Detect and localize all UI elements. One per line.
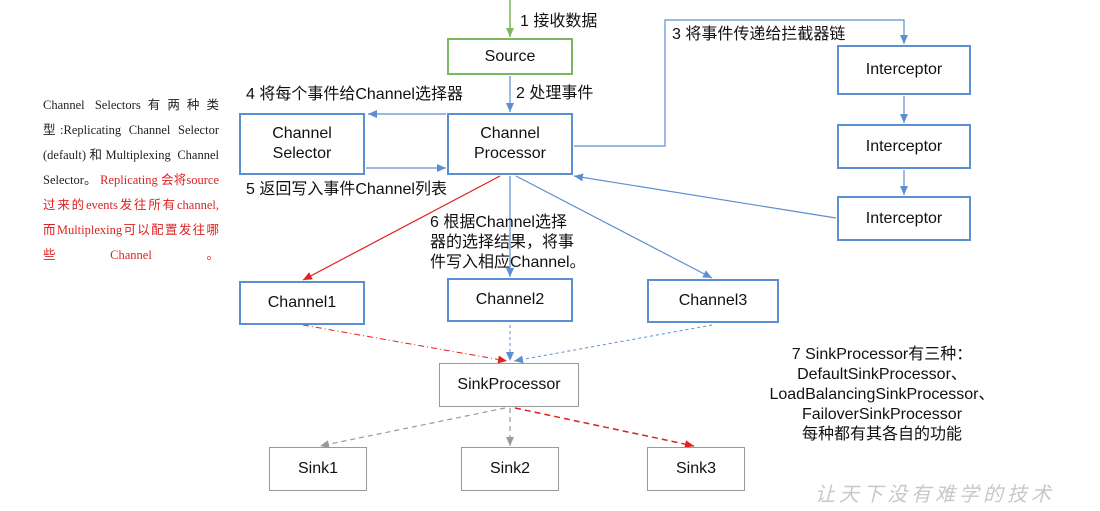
- channel-selector-label: Channel Selector: [272, 125, 332, 162]
- interceptor-node-2: Interceptor: [837, 124, 971, 169]
- step-3-label: 3 将事件传递给拦截器链: [672, 26, 846, 43]
- channel3-node: Channel3: [647, 279, 779, 323]
- channel1-label: Channel1: [267, 294, 337, 311]
- source-node: Source: [447, 38, 573, 75]
- step-5-label: 5 返回写入事件Channel列表: [246, 181, 447, 198]
- sink3-node: Sink3: [647, 447, 745, 491]
- channel-selector-note: Channel Selectors有两种类型:Replicating Chann…: [43, 93, 219, 268]
- interceptor-label-1: Interceptor: [865, 61, 943, 78]
- arrow-channel3-to-sinkprocessor: [513, 324, 713, 364]
- channel1-node: Channel1: [239, 281, 365, 325]
- interceptor-node-1: Interceptor: [837, 45, 971, 95]
- sink-processor-label: SinkProcessor: [457, 376, 561, 393]
- interceptor-label-2: Interceptor: [865, 137, 943, 155]
- step-4-label: 4 将每个事件给Channel选择器: [246, 86, 463, 103]
- arrow-processor-to-channel1: [302, 175, 501, 281]
- step-6-label: 6 根据Channel选择 器的选择结果，将事 件写入相应Channel。: [430, 214, 586, 271]
- arrow-sinkprocessor-to-sink1: [319, 407, 506, 449]
- arrow-interceptor-to-processor: [573, 173, 837, 219]
- note-text: Channel Selectors有两种类型:Replicating Chann…: [43, 98, 219, 187]
- arrow-channel1-to-sinkprocessor: [302, 324, 508, 364]
- channel-processor-node: Channel Processor: [447, 113, 573, 175]
- step-1-label: 1 接收数据: [520, 13, 598, 30]
- watermark-text: 让天下没有难学的技术: [815, 482, 1055, 506]
- step-2-label: 2 处理事件: [516, 85, 594, 102]
- channel3-label: Channel3: [678, 292, 748, 309]
- interceptor-label-3: Interceptor: [865, 209, 943, 227]
- arrow-sinkprocessor-to-sink3: [514, 407, 695, 449]
- arrow-processor-to-interceptor: [574, 19, 908, 147]
- sink1-label: Sink1: [297, 460, 339, 477]
- source-label: Source: [484, 47, 536, 65]
- sink-processor-node: SinkProcessor: [439, 363, 579, 407]
- arrow-processor-to-channel3: [515, 175, 713, 279]
- sink1-node: Sink1: [269, 447, 367, 491]
- channel2-node: Channel2: [447, 278, 573, 322]
- sink2-label: Sink2: [489, 460, 531, 477]
- sink2-node: Sink2: [461, 447, 559, 491]
- note-text-red: Replicating 会将source过来的events发往所有channel…: [43, 173, 219, 262]
- step-7-label: 7 SinkProcessor有三种： DefaultSinkProcessor…: [769, 346, 995, 443]
- channel-selector-node: Channel Selector: [239, 113, 365, 175]
- sink3-label: Sink3: [675, 460, 717, 477]
- channel2-label: Channel2: [475, 291, 545, 308]
- channel-processor-label: Channel Processor: [473, 125, 547, 162]
- interceptor-node-3: Interceptor: [837, 196, 971, 241]
